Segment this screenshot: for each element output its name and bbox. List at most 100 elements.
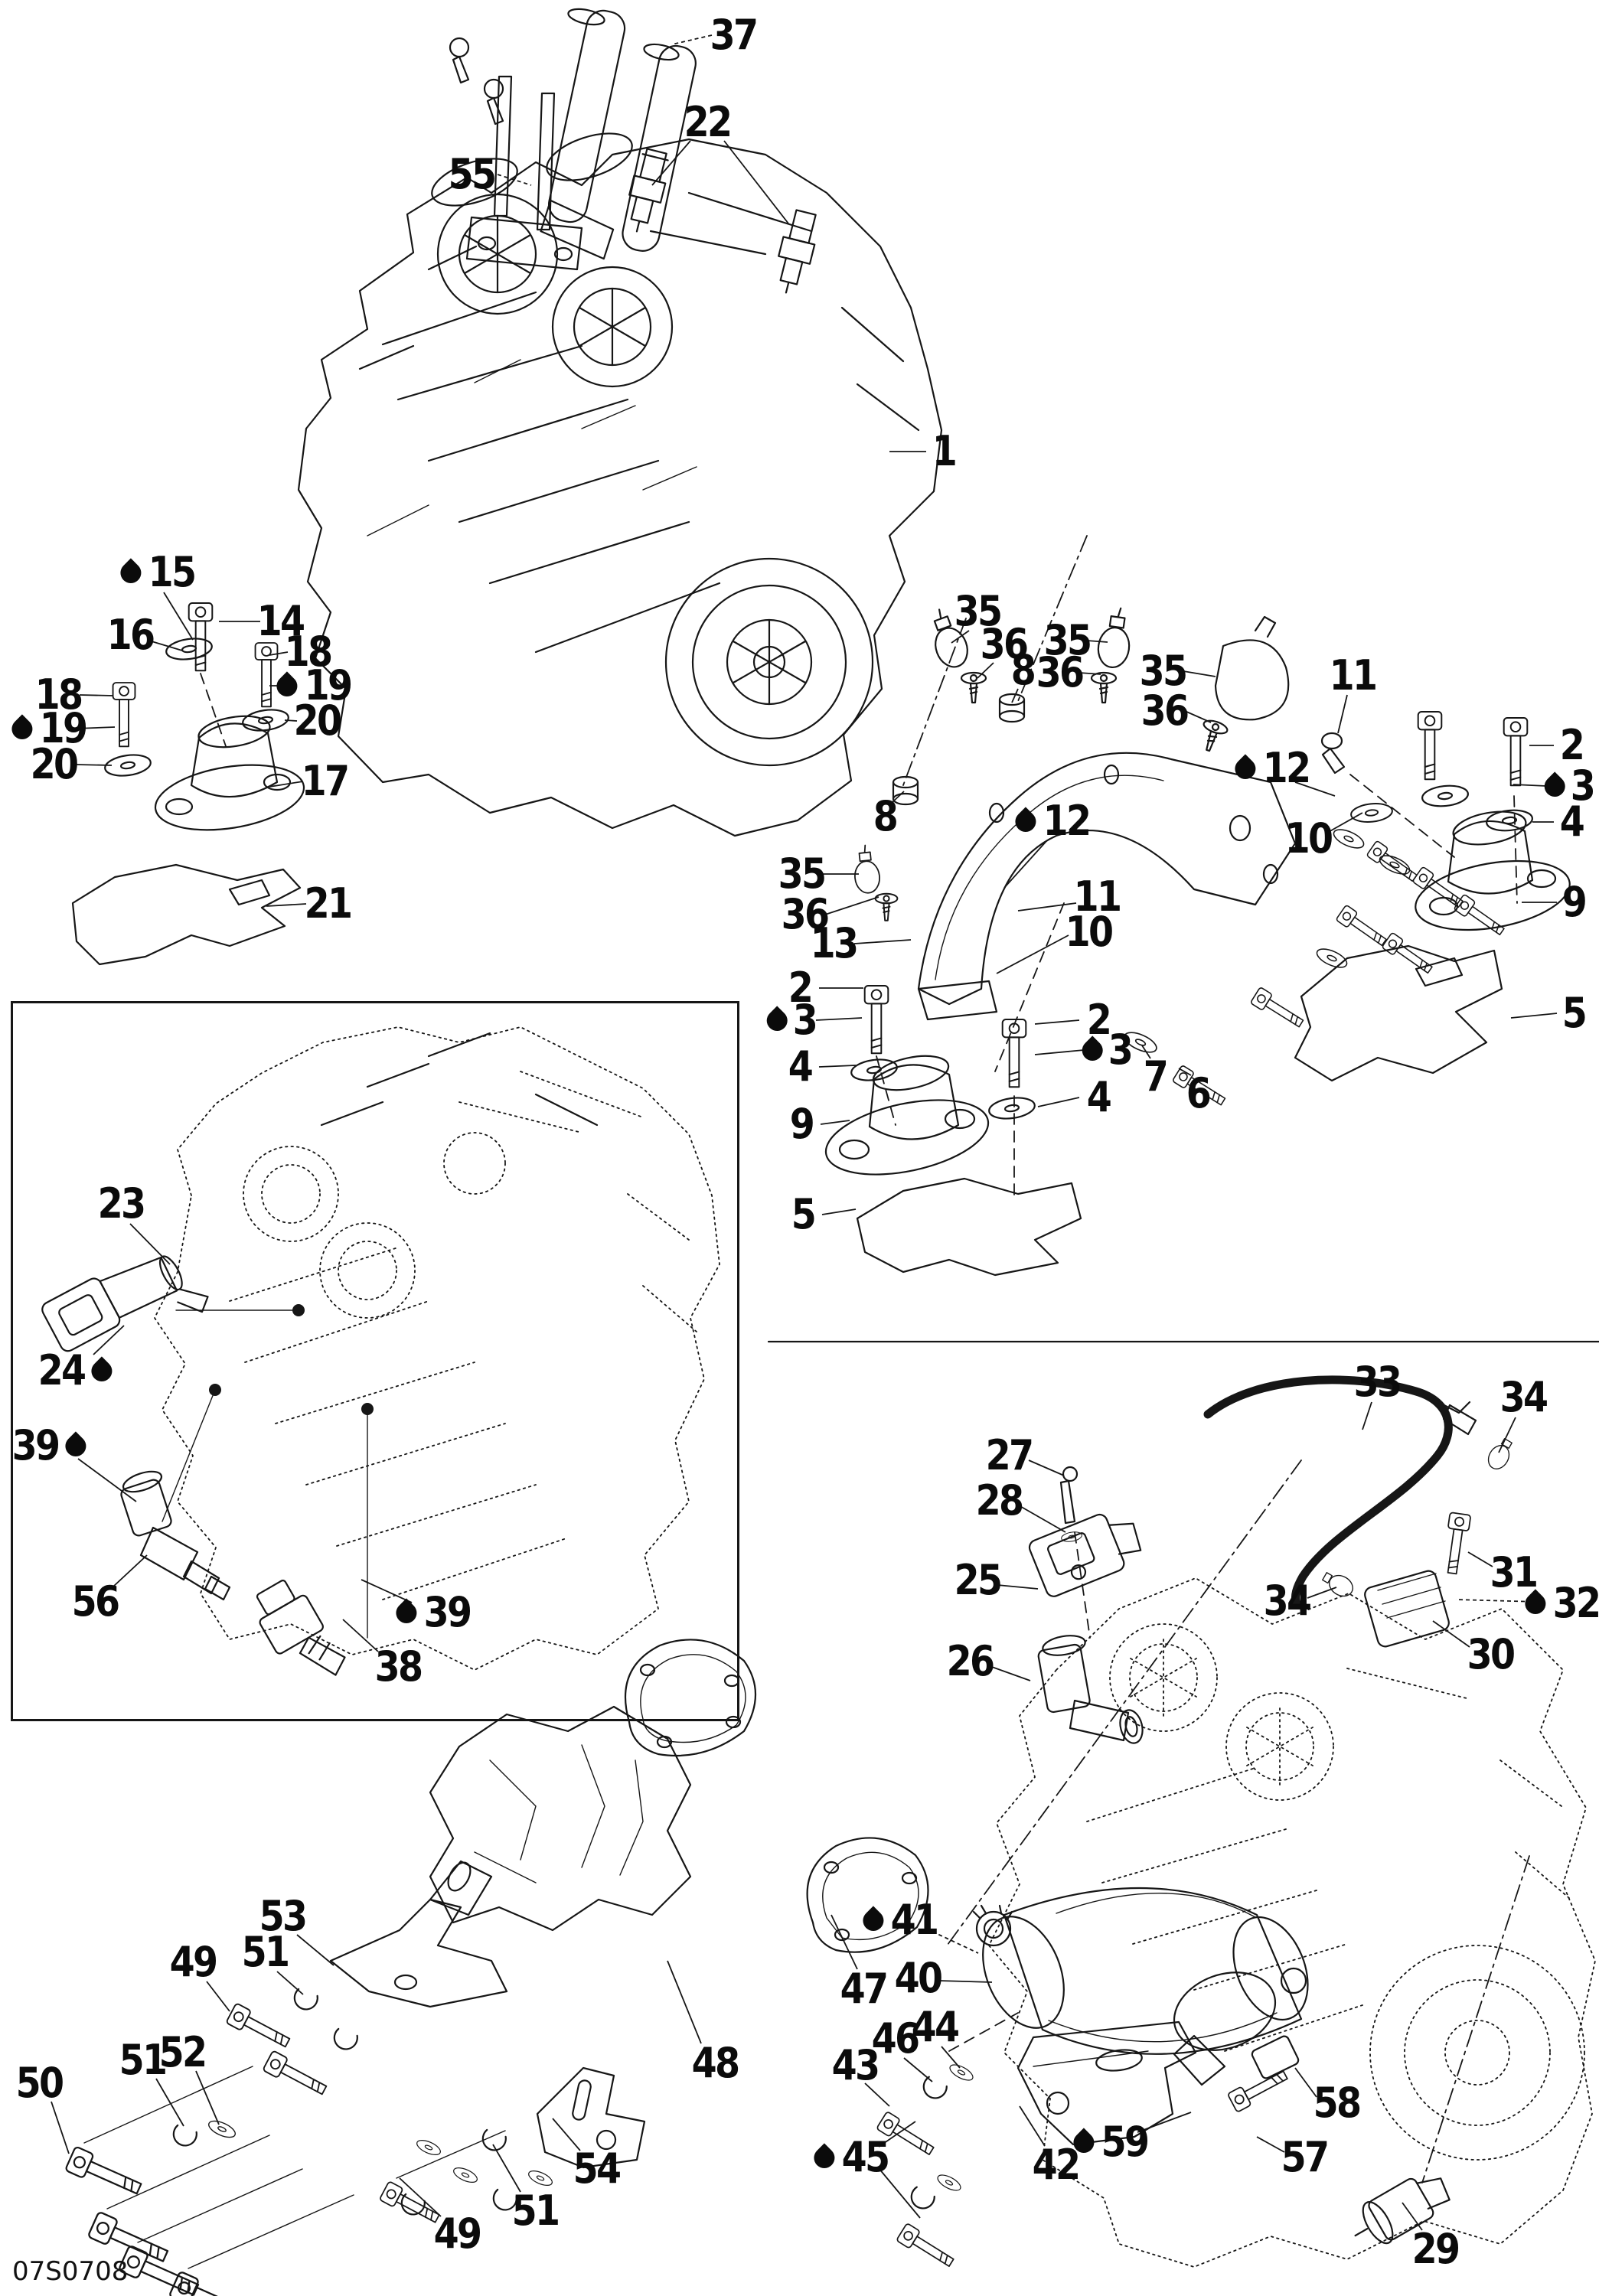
leader-39	[77, 1458, 137, 1502]
oil-drop-icon	[1010, 806, 1041, 837]
callout-59-71: 59	[1069, 2122, 1150, 2163]
callout-30-62: 30	[1467, 1630, 1516, 1678]
leader-34	[1307, 1587, 1337, 1599]
callout-51-78: 51	[119, 2036, 168, 2084]
leader-44	[941, 2046, 961, 2069]
leader-38	[342, 1619, 379, 1652]
leader-2	[1034, 1019, 1080, 1025]
left-mount-art	[71, 602, 305, 966]
callout-36-16: 36	[980, 620, 1030, 668]
callout-18-10: 18	[34, 670, 84, 719]
callout-54-83: 54	[573, 2144, 622, 2193]
leader-23	[129, 1223, 171, 1265]
oil-drop-icon	[1230, 753, 1261, 784]
callout-35-17: 35	[1043, 616, 1093, 664]
leader-30	[1432, 1620, 1470, 1648]
oil-drop-icon	[1069, 2127, 1099, 2157]
leader-35	[1183, 670, 1216, 677]
leader-8	[892, 791, 905, 803]
callout-1-3: 1	[932, 427, 958, 475]
oil-drop-icon	[7, 713, 38, 744]
sensor-25-26-art	[1028, 1466, 1144, 1744]
callout-11-35: 11	[1073, 872, 1123, 921]
callout-49-77: 49	[169, 1938, 219, 1986]
oil-drop-icon	[858, 1905, 889, 1936]
cable-tie-35-art	[1214, 615, 1290, 721]
leader-3	[815, 1017, 863, 1021]
leader-27	[1028, 1459, 1065, 1476]
leader-59	[1137, 2112, 1192, 2133]
leader-57	[1256, 2136, 1285, 2153]
oil-drop-icon	[60, 1430, 91, 1461]
callout-40-64: 40	[894, 1954, 944, 2002]
callout-57-73: 57	[1281, 2133, 1330, 2181]
leader-10	[1327, 812, 1363, 833]
leader-11	[1017, 902, 1077, 912]
guard-plate-5-right	[1294, 944, 1503, 1082]
leader-52	[195, 2070, 220, 2125]
leader-47	[831, 1914, 858, 1970]
starter-fasteners-art	[876, 2012, 1451, 2272]
callout-26-58: 26	[946, 1637, 996, 1685]
heat-shield-48-art	[429, 1705, 692, 1932]
callout-42-70: 42	[1032, 2141, 1082, 2189]
callout-28-56: 28	[975, 1476, 1025, 1525]
fitting-38-art	[256, 1580, 346, 1676]
callout-23-47: 23	[97, 1179, 147, 1228]
callout-56-50: 56	[71, 1577, 121, 1626]
callout-19-11: 19	[7, 708, 89, 749]
leader-43	[864, 2082, 890, 2107]
leader-49	[206, 1981, 230, 2012]
callout-36-18: 36	[1036, 648, 1085, 696]
guard-plate-5-middle	[856, 1177, 1082, 1277]
callout-10-36: 10	[1065, 908, 1114, 956]
leader-37	[671, 34, 713, 45]
leader-18	[269, 651, 289, 656]
callout-51-82: 51	[511, 2187, 561, 2235]
plate-code: 07S0708	[12, 2256, 129, 2287]
leader-20	[284, 719, 298, 722]
callout-13-33: 13	[810, 919, 860, 967]
callout-46-67: 46	[871, 2014, 921, 2063]
leader-55	[497, 174, 532, 186]
starter-bracket-42-art	[1017, 2020, 1197, 2146]
callout-3-43: 3	[1078, 1029, 1134, 1071]
callout-8-21: 8	[1010, 646, 1036, 694]
right-mount-art	[1294, 711, 1571, 1082]
callout-7-45: 7	[1143, 1052, 1169, 1101]
leader-16	[151, 641, 183, 651]
exhaust-gaskets-art	[624, 1639, 929, 1953]
callout-47-63: 47	[840, 1965, 889, 2013]
leader-41	[925, 1928, 979, 1954]
leader-35	[951, 630, 970, 644]
callout-4-44: 4	[1086, 1073, 1112, 1121]
leader-29	[1402, 2202, 1423, 2231]
leader-8	[1011, 688, 1019, 703]
callout-52-79: 52	[158, 2028, 208, 2076]
leader-22	[723, 140, 789, 224]
leader-5	[821, 1208, 857, 1215]
inset-detail-box	[11, 1001, 739, 1721]
leader-7	[1141, 1045, 1151, 1059]
callout-5-41: 5	[791, 1190, 817, 1238]
leader-45	[878, 2121, 916, 2148]
leader-45	[878, 2167, 921, 2219]
leader-4	[1037, 1097, 1080, 1107]
leader-48	[667, 1960, 702, 2044]
callout-49-81: 49	[433, 2210, 483, 2258]
leader-46	[903, 2057, 933, 2082]
callout-22-1: 22	[684, 98, 733, 146]
callout-6-46: 6	[1186, 1069, 1212, 1117]
callout-2-42: 2	[1086, 996, 1112, 1044]
leader-54	[552, 2118, 581, 2151]
leader-15	[163, 592, 194, 641]
leader-40	[938, 1980, 993, 1983]
callout-58-72: 58	[1313, 2079, 1362, 2127]
inset-engine-art	[154, 1026, 720, 1671]
ignition-coils-art	[540, 8, 697, 260]
callout-18-7: 18	[284, 628, 334, 676]
callout-3-25: 3	[1540, 765, 1596, 807]
callout-3-38: 3	[762, 1000, 818, 1041]
callout-27-55: 27	[985, 1431, 1035, 1479]
